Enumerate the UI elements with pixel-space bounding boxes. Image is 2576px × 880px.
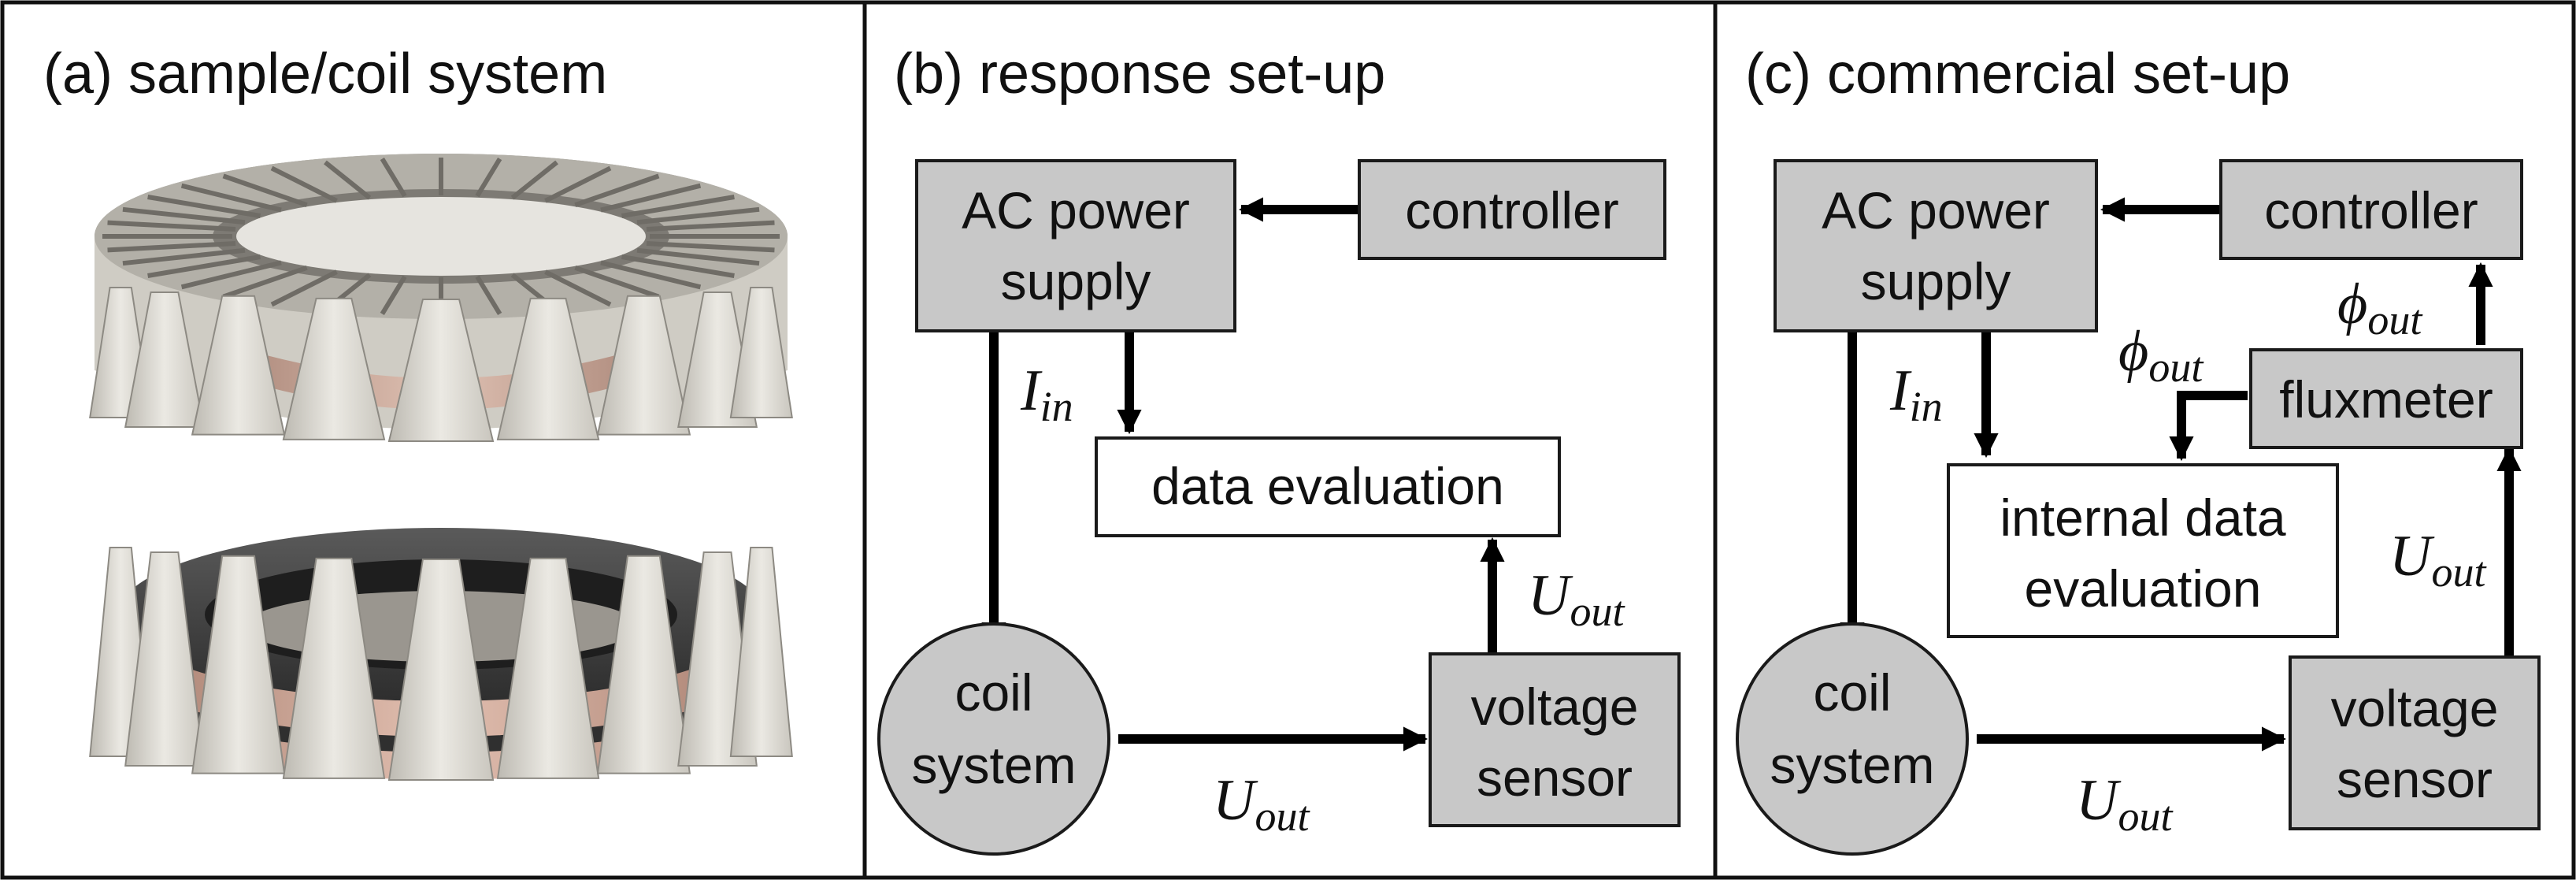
stator-slot-line [544, 269, 612, 307]
internal-data-evaluation-label-line2-c: evaluation [2025, 559, 2262, 618]
stator-tooth [191, 295, 286, 436]
fluxmeter-box-c: fluxmeter [2249, 348, 2523, 449]
coil-tooth [124, 551, 205, 767]
controller-label-c: controller [2264, 181, 2478, 239]
coil-system-circle-b: coil system [877, 622, 1110, 856]
stator-slot-line [147, 195, 261, 218]
internal-data-evaluation-label-line1-c: internal data [2000, 488, 2286, 547]
voltage-sensor-label-line2-b: sensor [1477, 748, 1633, 807]
stator-slot-line [544, 165, 612, 203]
panel-b: (b) response set-up AC power supply cont… [877, 43, 1681, 856]
stator-slot-line [574, 173, 660, 208]
controller-label-b: controller [1405, 181, 1618, 239]
ac-power-supply-label-line1: AC power [962, 181, 1190, 239]
signal-u-out-bottom-c: Uout [2076, 768, 2174, 840]
stator-tooth [282, 297, 386, 440]
coil-tooth [191, 555, 286, 774]
controller-box-b: controller [1358, 159, 1666, 260]
panel-b-title: (b) response set-up [894, 43, 1385, 106]
stator-slot-line [636, 206, 760, 225]
voltage-sensor-box-c: voltage sensor [2289, 655, 2541, 830]
voltage-sensor-box-b: voltage sensor [1429, 652, 1681, 827]
stator-tooth [496, 297, 600, 440]
panel-c: (c) commercial set-up AC power supply co… [1736, 43, 2541, 856]
data-evaluation-box-b: data evaluation [1095, 436, 1561, 537]
coil-system-label-line2-c: system [1770, 736, 1934, 794]
stator-slot-line [222, 265, 308, 299]
stator-slot-line [600, 183, 702, 213]
panel-a-title: (a) sample/coil system [43, 43, 607, 106]
signal-phi-out-top-c: ϕout [2337, 272, 2423, 343]
stator-tooth [387, 299, 495, 442]
stator-slot-line [621, 254, 735, 278]
panel-a: (a) sample/coil system [43, 43, 793, 781]
signal-u-out-right-c: Uout [2389, 524, 2487, 596]
stator-slot-line [270, 165, 338, 203]
voltage-sensor-label-line2-c: sensor [2337, 750, 2493, 808]
voltage-sensor-label-line1-b: voltage [1471, 678, 1639, 736]
stator-slot-line [475, 275, 502, 316]
stator-slot-line [621, 195, 735, 218]
stator-slot-line [270, 269, 338, 307]
stator-slot-line [122, 206, 246, 225]
stator-slot-line [510, 160, 558, 200]
stator-slot-line [122, 247, 246, 266]
signal-i-in-c: Iin [1889, 358, 1943, 430]
render-coil-bottom [89, 528, 793, 781]
signal-i-in-b: Iin [1020, 358, 1073, 430]
stator-slot-line [600, 260, 702, 290]
stator-slot-line [180, 260, 282, 290]
signal-phi-out-left-c: ϕout [2118, 319, 2204, 391]
ac-power-supply-label-line2-c: supply [1861, 252, 2011, 310]
coil-tooth [596, 555, 691, 774]
coil-tooth [496, 557, 600, 779]
stator-slot-line [180, 183, 282, 213]
controller-box-c: controller [2219, 159, 2523, 260]
signal-u-out-right-b: Uout [1528, 563, 1625, 635]
coil-tooth [282, 557, 386, 779]
stator-slot-line [475, 157, 502, 198]
ac-power-supply-box-c: AC power supply [1774, 159, 2098, 332]
stator-slot-line [107, 220, 236, 232]
ac-power-supply-box-b: AC power supply [915, 159, 1236, 332]
coil-system-label-line1-b: coil [954, 663, 1032, 722]
coil-tooth [387, 559, 495, 781]
stator-slot-line [147, 254, 261, 278]
stator-tooth [729, 286, 793, 418]
stator-slot-line [380, 275, 407, 316]
data-evaluation-label-b: data evaluation [1151, 457, 1504, 515]
stator-slot-line [646, 241, 775, 253]
ac-power-supply-label-line2: supply [1001, 252, 1151, 310]
ac-power-supply-label-line1-c: AC power [1822, 181, 2050, 239]
stator-slot-line [636, 247, 760, 266]
voltage-sensor-label-line1-c: voltage [2331, 679, 2499, 737]
panel-c-title: (c) commercial set-up [1745, 43, 2290, 106]
stator-slot-line [380, 157, 407, 198]
stator-slot-line [107, 241, 236, 253]
stator-slot-line [574, 265, 660, 299]
stator-tooth [124, 291, 205, 428]
signal-u-out-bottom-b: Uout [1213, 768, 1310, 840]
stator-tooth [596, 295, 691, 436]
coil-system-label-line2-b: system [911, 736, 1076, 794]
coil-system-circle-c: coil system [1736, 622, 1969, 856]
coil-system-label-line1-c: coil [1813, 663, 1891, 722]
stator-slot-line [222, 173, 308, 208]
internal-data-evaluation-box-c: internal data evaluation [1947, 463, 2339, 638]
stator-slot-line [646, 220, 775, 232]
fluxmeter-label-c: fluxmeter [2279, 370, 2493, 429]
render-stator-top [89, 154, 793, 442]
arrow-fluxmeter-to-internal-c [2169, 391, 2248, 462]
stator-slot-line [324, 160, 372, 200]
coil-tooth [729, 546, 793, 757]
